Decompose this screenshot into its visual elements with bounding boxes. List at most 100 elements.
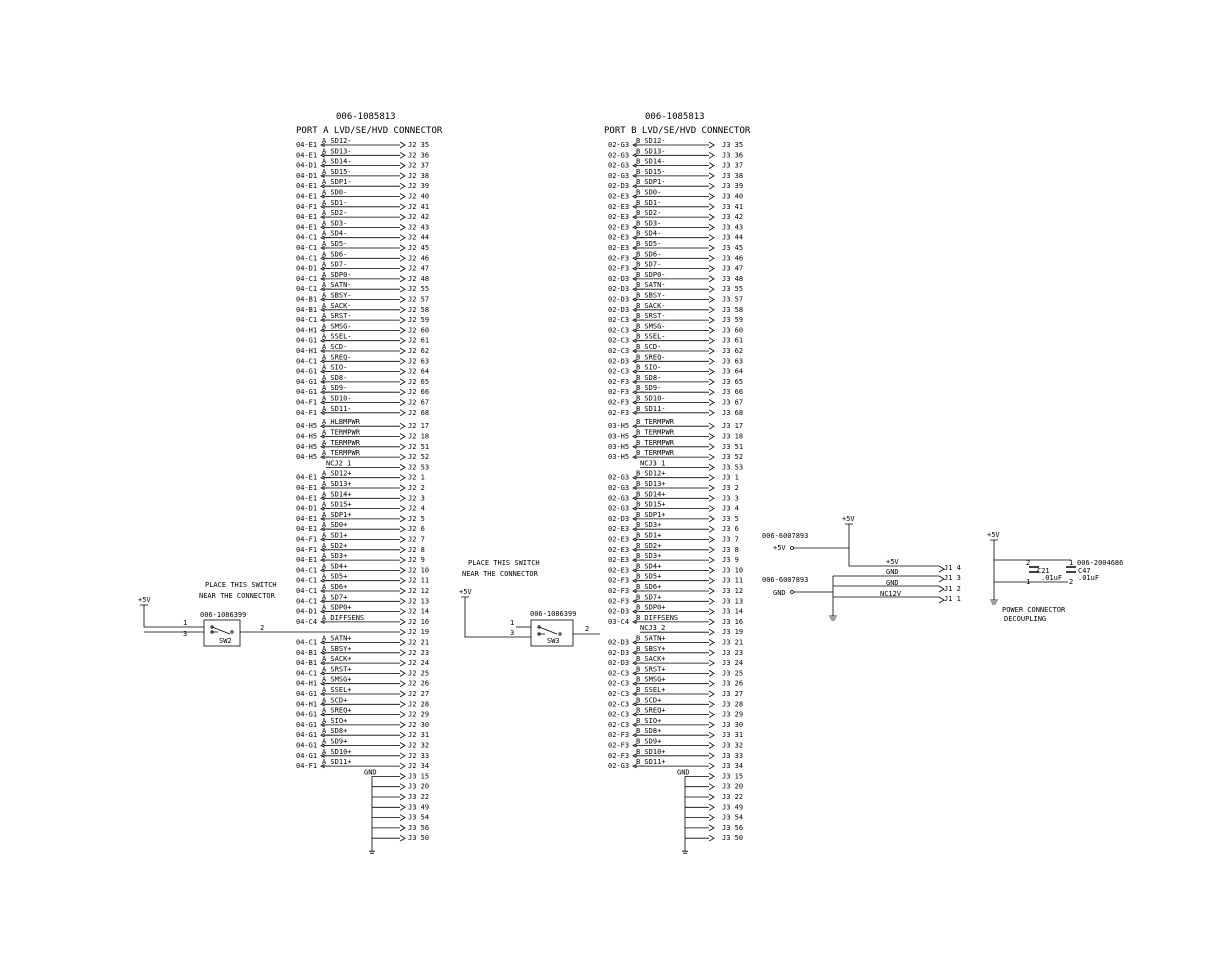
portB-pin-wire bbox=[636, 378, 715, 386]
portA-ref-label: 04-E1 bbox=[296, 141, 317, 149]
power-gnd-wire bbox=[793, 575, 939, 616]
portA-pin-label: J2 25 bbox=[408, 669, 429, 677]
portA-pin-wire bbox=[324, 182, 406, 190]
portA-pin-label: J2 6 bbox=[408, 525, 425, 533]
portA-ref-label: 04-H5 bbox=[296, 422, 317, 430]
portA-pin-label: J2 55 bbox=[408, 285, 429, 293]
portB-signal-label: B_TERMPWR bbox=[636, 439, 675, 447]
portA-signal-label: A_SD15+ bbox=[322, 501, 352, 509]
portA-ref-label: 04-C1 bbox=[296, 244, 317, 252]
portB-pin-label: J3 29 bbox=[722, 711, 743, 719]
portB-pin-label: J3 68 bbox=[722, 409, 743, 417]
portB-pin-wire bbox=[636, 254, 715, 262]
portA-ref-label: 04-C1 bbox=[296, 577, 317, 585]
portA-signal-label: A_SD7+ bbox=[322, 593, 347, 601]
portA-signal-label: A_SD10+ bbox=[322, 748, 352, 756]
power-vcc-wire bbox=[845, 523, 939, 567]
portA-pin-wire bbox=[324, 567, 406, 574]
power-5v-label: +5V bbox=[773, 544, 786, 552]
portA-gnd-pin-label: J3 56 bbox=[408, 824, 429, 832]
portA-pin-label: J2 13 bbox=[408, 597, 429, 605]
portA-signal-label: A_DIFFSENS bbox=[322, 614, 364, 622]
portB-pin-label: J3 25 bbox=[722, 669, 743, 677]
portB-pin-wire bbox=[636, 141, 715, 149]
portB-gnd-pin-label: J3 20 bbox=[722, 783, 743, 791]
power-part1: 006-6007893 bbox=[762, 532, 808, 540]
portA-pin-wire bbox=[324, 265, 406, 272]
decoupling-wire bbox=[990, 539, 1071, 600]
portA-pin-label: J2 53 bbox=[408, 463, 429, 471]
portB-ref-label: 02-F3 bbox=[608, 254, 629, 262]
power-pin-2: J1 3 bbox=[944, 574, 961, 582]
portB-pin-label: J3 64 bbox=[722, 368, 743, 376]
portA-signal-label: A_SREQ- bbox=[322, 353, 352, 361]
sw2-supply-wire bbox=[140, 604, 204, 633]
portB-pin-label: J3 16 bbox=[722, 618, 743, 626]
portA-pin-wire bbox=[324, 505, 406, 512]
portA-pin-label: J2 57 bbox=[408, 296, 429, 304]
portA-pin-label: J2 35 bbox=[408, 141, 429, 149]
power-pin-4: J1 1 bbox=[944, 595, 961, 603]
portA-pin-wire bbox=[324, 368, 406, 375]
c47-pin-a: 1 bbox=[1069, 559, 1073, 567]
portB-pin-label: J3 18 bbox=[722, 432, 743, 440]
portB-pin-label: J3 3 bbox=[722, 494, 739, 502]
portA-signal-label: A_SATN+ bbox=[322, 634, 352, 642]
c47-value: .01uF bbox=[1078, 574, 1099, 582]
portB-pin-wire bbox=[636, 162, 715, 169]
portA-pin-wire bbox=[324, 649, 406, 657]
sw2-pin1-label: 1 bbox=[183, 619, 187, 627]
portA-signal-label: A_TERMPWR bbox=[322, 439, 361, 447]
portA-signal-label: A_SD5+ bbox=[322, 573, 347, 581]
portA-pin-label: J2 16 bbox=[408, 618, 429, 626]
portA-gnd-bus bbox=[369, 776, 375, 854]
portA-pin-arrow bbox=[399, 628, 406, 636]
portB-ref-label: 02-E3 bbox=[608, 535, 629, 543]
portB-pin-label: J3 30 bbox=[722, 721, 743, 729]
portB-ref-label: 02-G3 bbox=[608, 484, 629, 492]
portB-signal-label: B_SD1- bbox=[636, 199, 661, 207]
portA-signal-label: A_SCD- bbox=[322, 343, 347, 351]
portA-pin-label: J2 32 bbox=[408, 741, 429, 749]
portA-pin-label: J2 38 bbox=[408, 172, 429, 180]
portA-pin-label: J2 10 bbox=[408, 566, 429, 574]
portA-pin-wire bbox=[324, 234, 406, 242]
portB-ref-label: 02-C3 bbox=[608, 326, 629, 334]
portA-pin-wire bbox=[324, 244, 406, 252]
portA-ref-label: 04-B1 bbox=[296, 296, 317, 304]
portB-ref-label: 02-D3 bbox=[608, 306, 629, 314]
sw3-supply-wire bbox=[461, 596, 531, 638]
portA-pin-label: J2 12 bbox=[408, 587, 429, 595]
portA-ref-label: 04-C1 bbox=[296, 587, 317, 595]
portA-pin-wire bbox=[324, 141, 406, 149]
portB-signal-label: B_SDP1+ bbox=[636, 511, 666, 519]
portA-pin-wire bbox=[324, 193, 406, 200]
portA-pin-wire bbox=[324, 546, 406, 554]
portA-ref-label: 04-B1 bbox=[296, 649, 317, 657]
portA-pin-wire bbox=[324, 433, 406, 440]
portB-pin-wire bbox=[636, 597, 715, 605]
portB-ref-label: 02-C3 bbox=[608, 669, 629, 677]
portA-gnd-wire bbox=[372, 783, 406, 791]
portA-ref-label: 04-G1 bbox=[296, 711, 317, 719]
portB-pin-label: J3 39 bbox=[722, 182, 743, 190]
portA-signal-label: A_SD7- bbox=[322, 261, 347, 269]
portB-pin-wire bbox=[636, 285, 715, 293]
portB-pin-wire bbox=[636, 443, 715, 451]
portA-pin-label: J2 52 bbox=[408, 453, 429, 461]
portA-pin-label: J2 30 bbox=[408, 721, 429, 729]
portB-gnd-wire bbox=[685, 814, 715, 821]
c21-symbol bbox=[1029, 566, 1039, 573]
portA-pin-wire bbox=[324, 347, 406, 355]
portB-pin-label: J3 38 bbox=[722, 172, 743, 180]
portA-signal-label: A_SDP1+ bbox=[322, 511, 352, 519]
portA-ref-label: 04-E1 bbox=[296, 193, 317, 201]
portB-pin-wire bbox=[636, 193, 715, 200]
portA-ref-label: 04-E1 bbox=[296, 556, 317, 564]
portA-ref-label: 04-C1 bbox=[296, 597, 317, 605]
portA-gnd-wire bbox=[372, 793, 406, 801]
portA-ref-label: 04-G1 bbox=[296, 378, 317, 386]
portB-pin-wire bbox=[636, 525, 715, 533]
portA-ref-label: 04-B1 bbox=[296, 659, 317, 667]
c47-ref: C47 bbox=[1078, 567, 1091, 575]
